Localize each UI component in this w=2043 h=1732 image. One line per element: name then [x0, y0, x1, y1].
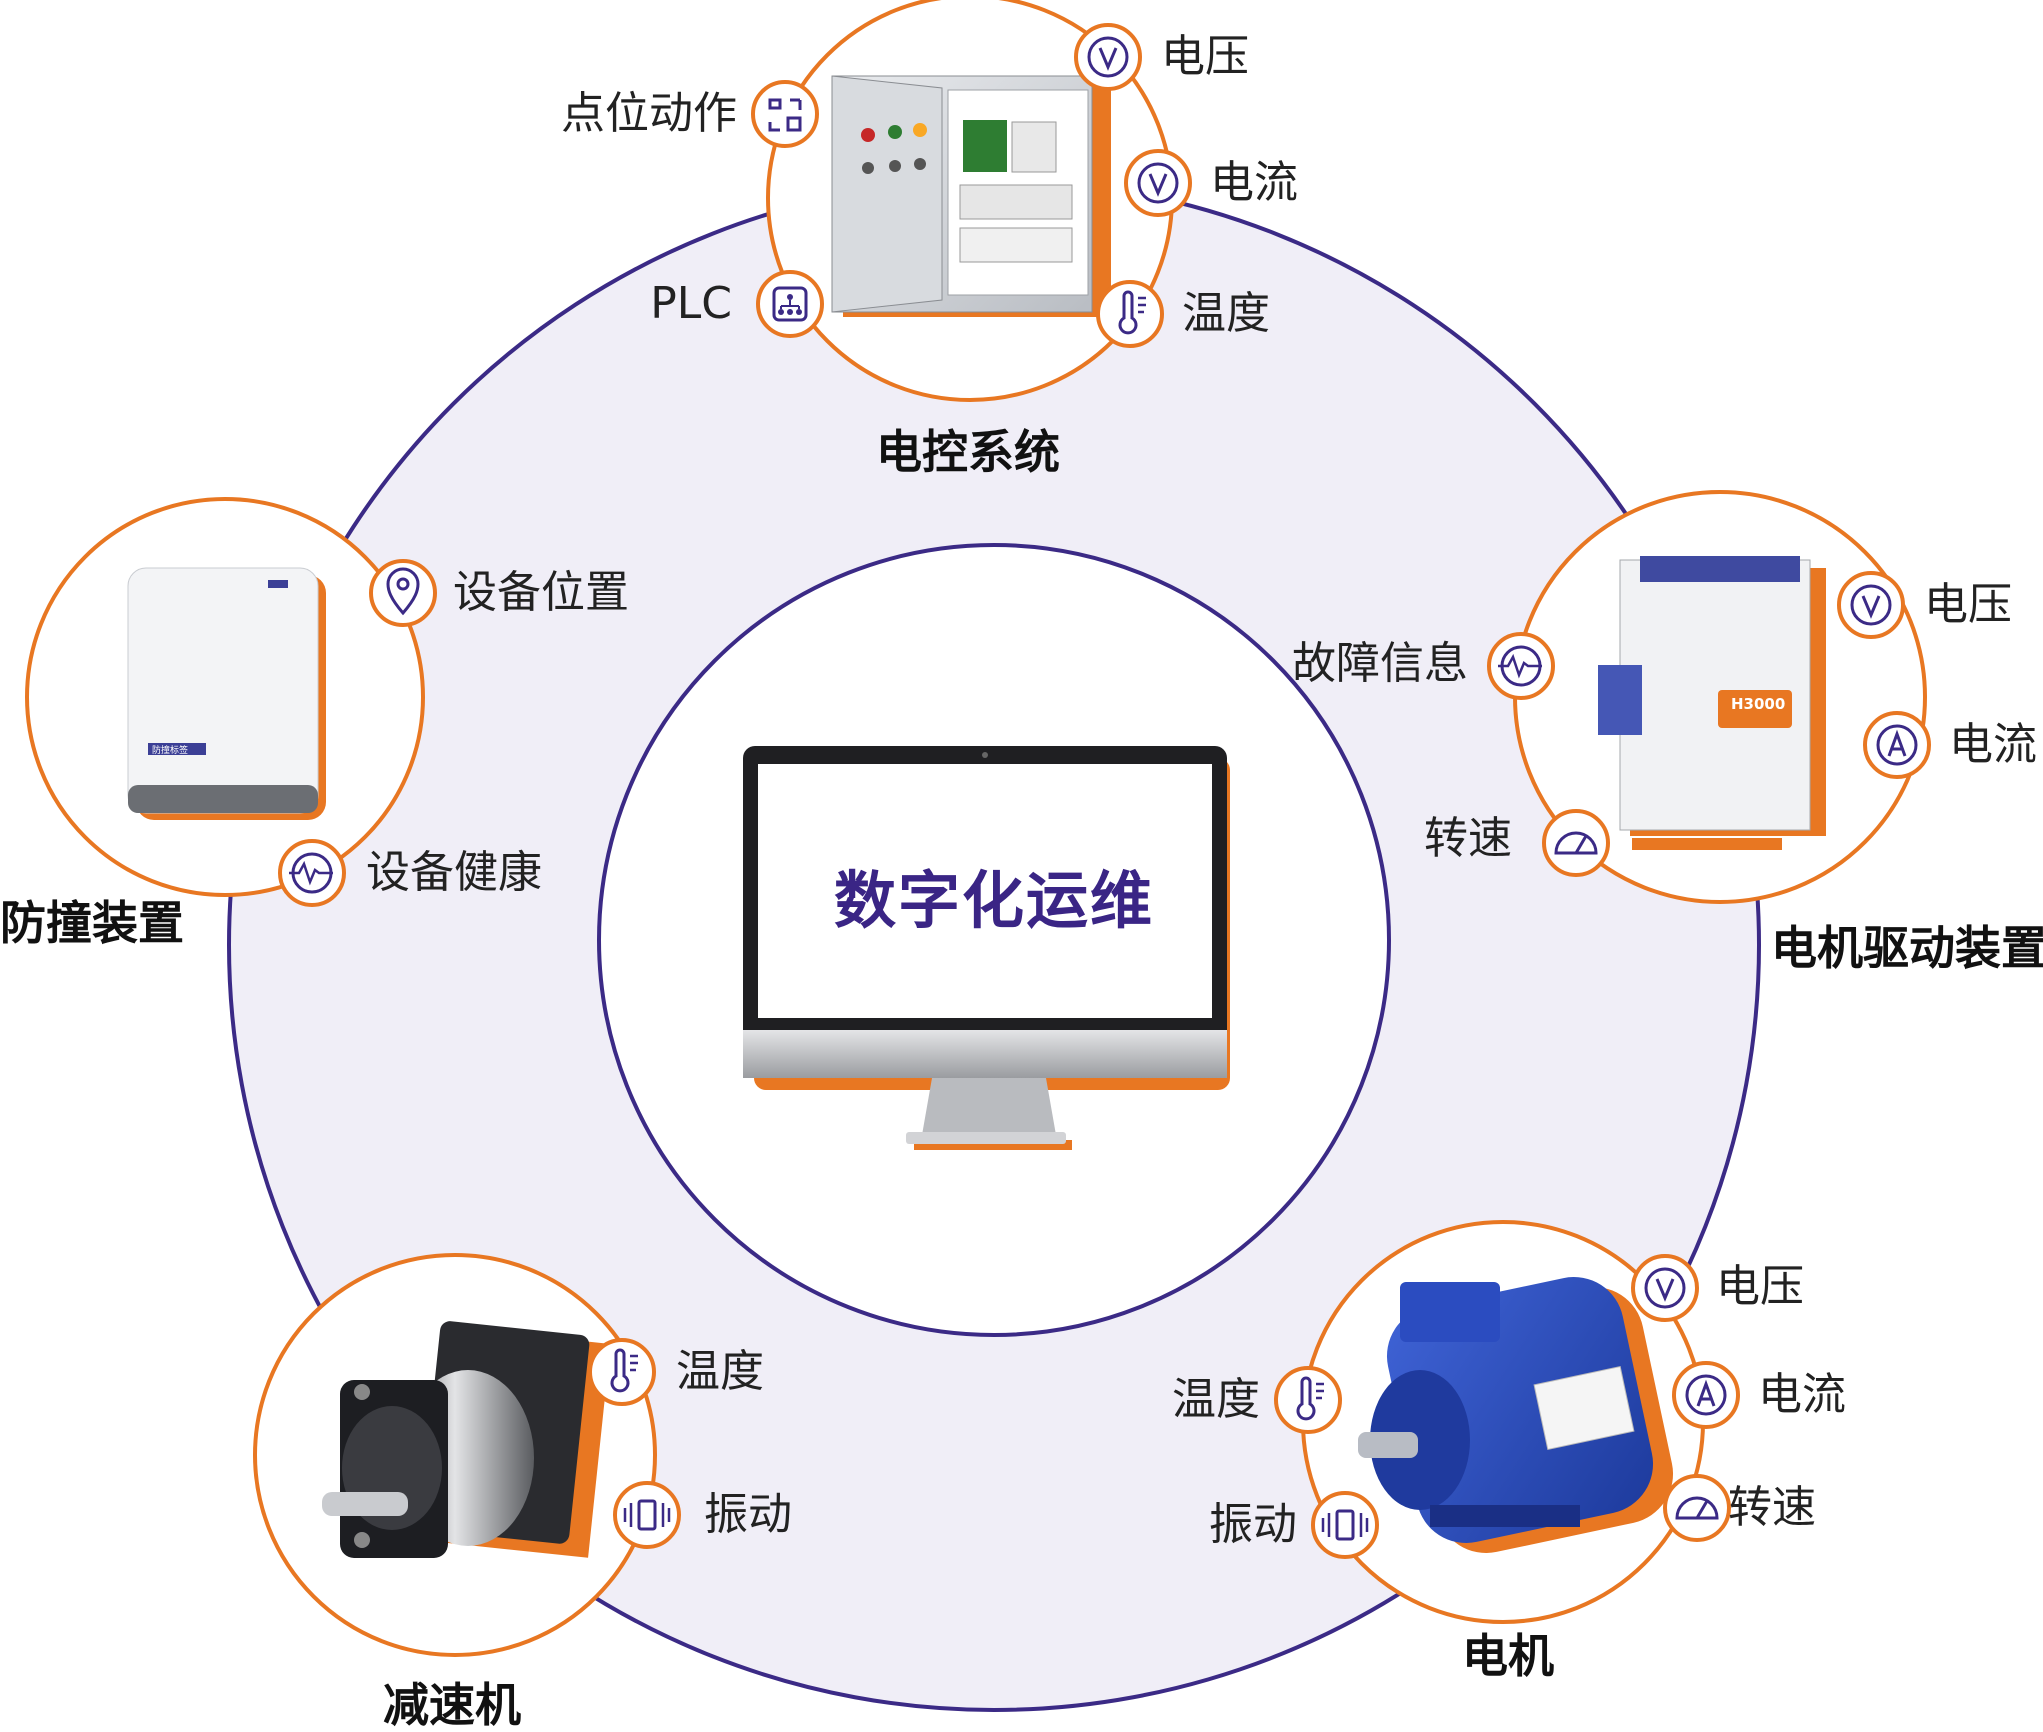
label-current-right: 电流 — [1949, 719, 2037, 770]
label-vibration-reducer: 振动 — [704, 1489, 792, 1540]
cabinet-illustration — [831, 75, 1111, 317]
device-tag-label: 防撞标签 — [152, 744, 188, 756]
temperature-icon — [1274, 1366, 1342, 1434]
point-action-icon — [751, 80, 819, 148]
label-location: 设备位置 — [453, 567, 629, 618]
label-temperature-motor: 温度 — [1172, 1374, 1260, 1425]
node-title-electric-control: 电控系统 — [876, 425, 1060, 479]
label-voltage-right: 电压 — [1924, 579, 2012, 630]
label-temperature-reducer: 温度 — [676, 1346, 764, 1397]
reducer-illustration — [322, 1321, 611, 1558]
speed-icon — [1663, 1474, 1731, 1542]
label-plc: PLC — [650, 278, 732, 329]
temperature-icon — [1096, 280, 1164, 348]
vibration-icon — [613, 1481, 681, 1549]
voltage-icon — [1837, 571, 1905, 639]
ampere-icon — [1863, 711, 1931, 779]
label-current-top: 电流 — [1210, 157, 1298, 208]
ampere-icon — [1672, 1361, 1740, 1429]
voltage-icon — [1631, 1254, 1699, 1322]
plc-icon — [756, 270, 824, 338]
label-current-motor: 电流 — [1758, 1369, 1846, 1420]
anti-collision-illustration: 防撞标签 — [127, 567, 326, 820]
label-vibration-motor: 振动 — [1209, 1499, 1297, 1550]
label-speed-right: 转速 — [1424, 813, 1512, 864]
center-title: 数字化运维 — [833, 864, 1155, 937]
motor-illustration — [1358, 1276, 1674, 1554]
drive-model-label: H3000 — [1731, 695, 1785, 713]
location-icon — [369, 559, 437, 627]
label-fault-info: 故障信息 — [1292, 638, 1468, 689]
label-voltage-motor: 电压 — [1716, 1261, 1804, 1312]
motor-drive-illustration: H3000 — [1598, 556, 1826, 850]
label-voltage-top: 电压 — [1161, 31, 1249, 82]
node-title-reducer: 减速机 — [383, 1678, 521, 1732]
label-temperature-top: 温度 — [1182, 288, 1270, 339]
monitor-illustration — [743, 746, 1230, 1150]
speed-icon — [1542, 809, 1610, 877]
vibration-icon — [1311, 1491, 1379, 1559]
label-health: 设备健康 — [366, 847, 542, 898]
health-icon — [278, 839, 346, 907]
label-point-action: 点位动作 — [561, 88, 737, 139]
current-icon — [1124, 149, 1192, 217]
voltage-icon — [1074, 23, 1142, 91]
label-speed-motor: 转速 — [1728, 1482, 1816, 1533]
temperature-icon — [588, 1338, 656, 1406]
node-title-motor-drive: 电机驱动装置 — [1771, 921, 2043, 975]
node-title-anti-collision: 防撞装置 — [0, 896, 184, 950]
fault-icon — [1487, 632, 1555, 700]
node-title-motor: 电机 — [1462, 1629, 1554, 1683]
